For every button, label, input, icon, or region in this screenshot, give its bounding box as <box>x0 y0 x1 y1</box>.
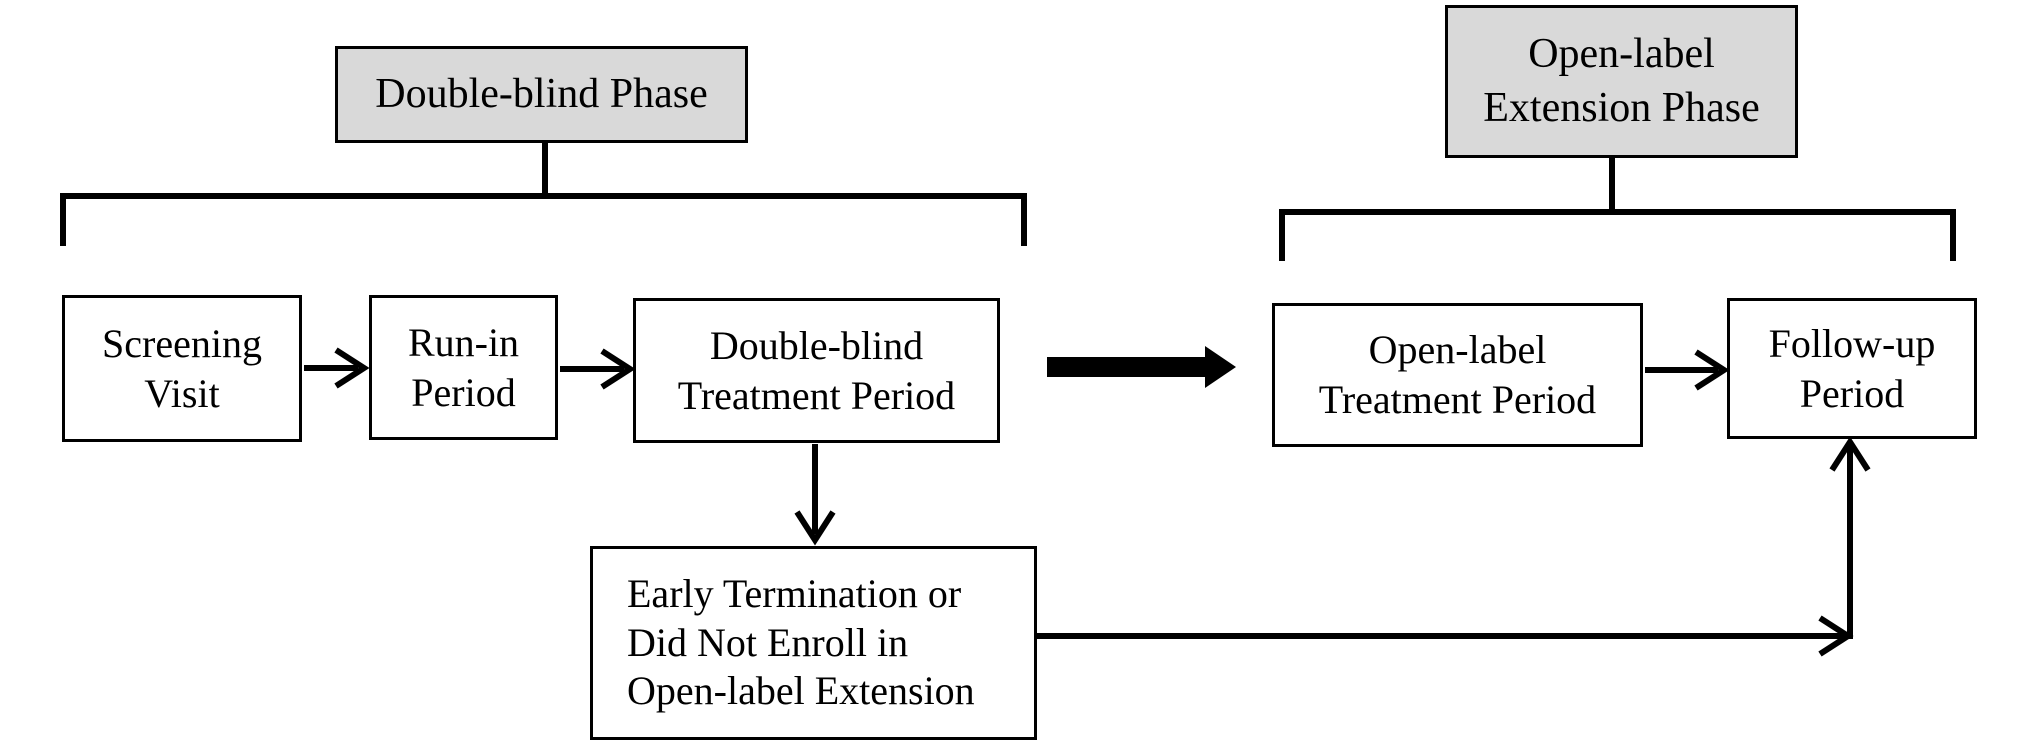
arrow-earlyterm-up-head-icon <box>1829 436 1871 472</box>
step-box-screening-visit: Screening Visit <box>62 295 302 442</box>
arrow-runin-to-dbtp-head-icon <box>600 348 636 390</box>
phase-open-label-bracket <box>1279 209 1956 261</box>
phase-box-open-label-extension: Open-label Extension Phase <box>1445 5 1798 158</box>
step-box-early-termination: Early Termination or Did Not Enroll in O… <box>590 546 1037 740</box>
thick-arrow-dbtp-to-oltp-icon <box>1047 346 1236 388</box>
step-box-follow-up-period: Follow-up Period <box>1727 298 1977 439</box>
phase-double-blind-bracket <box>60 193 1027 246</box>
arrow-screening-to-runin-head-icon <box>334 347 370 389</box>
arrow-dbtp-to-earlyterm-head-icon <box>794 510 836 546</box>
step-box-run-in-period: Run-in Period <box>369 295 558 440</box>
step-box-double-blind-treatment-period: Double-blind Treatment Period <box>633 298 1000 443</box>
arrow-oltp-to-followup-head-icon <box>1694 349 1730 391</box>
phase-box-double-blind: Double-blind Phase <box>335 46 748 143</box>
step-box-open-label-treatment-period: Open-label Treatment Period <box>1272 303 1643 447</box>
